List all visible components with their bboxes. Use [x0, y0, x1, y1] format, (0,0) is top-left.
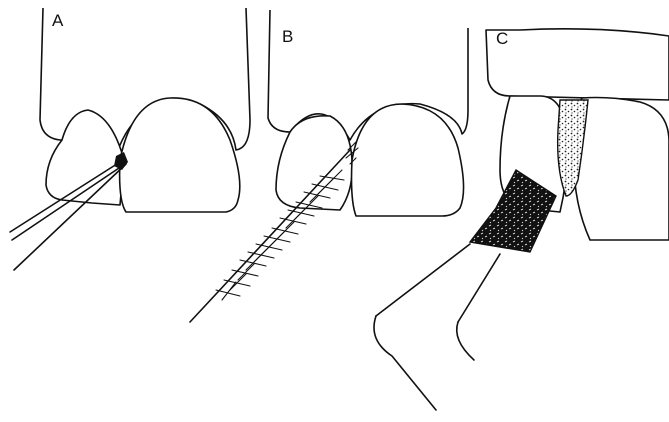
panel-a-label: A — [52, 11, 64, 30]
panel-c-right-tooth — [574, 98, 669, 241]
panel-b-label: B — [282, 27, 293, 46]
panel-c-label: C — [496, 29, 508, 48]
panel-c-handle-upper — [376, 244, 470, 316]
panel-b-right-tooth — [352, 104, 464, 216]
panel-c-handle-lower — [374, 316, 436, 410]
panel-c-handle-upper-2 — [458, 254, 500, 322]
panel-c-handle-lower-2 — [457, 322, 474, 360]
panel-c-gum — [486, 29, 669, 100]
panel-a: A — [10, 8, 250, 270]
